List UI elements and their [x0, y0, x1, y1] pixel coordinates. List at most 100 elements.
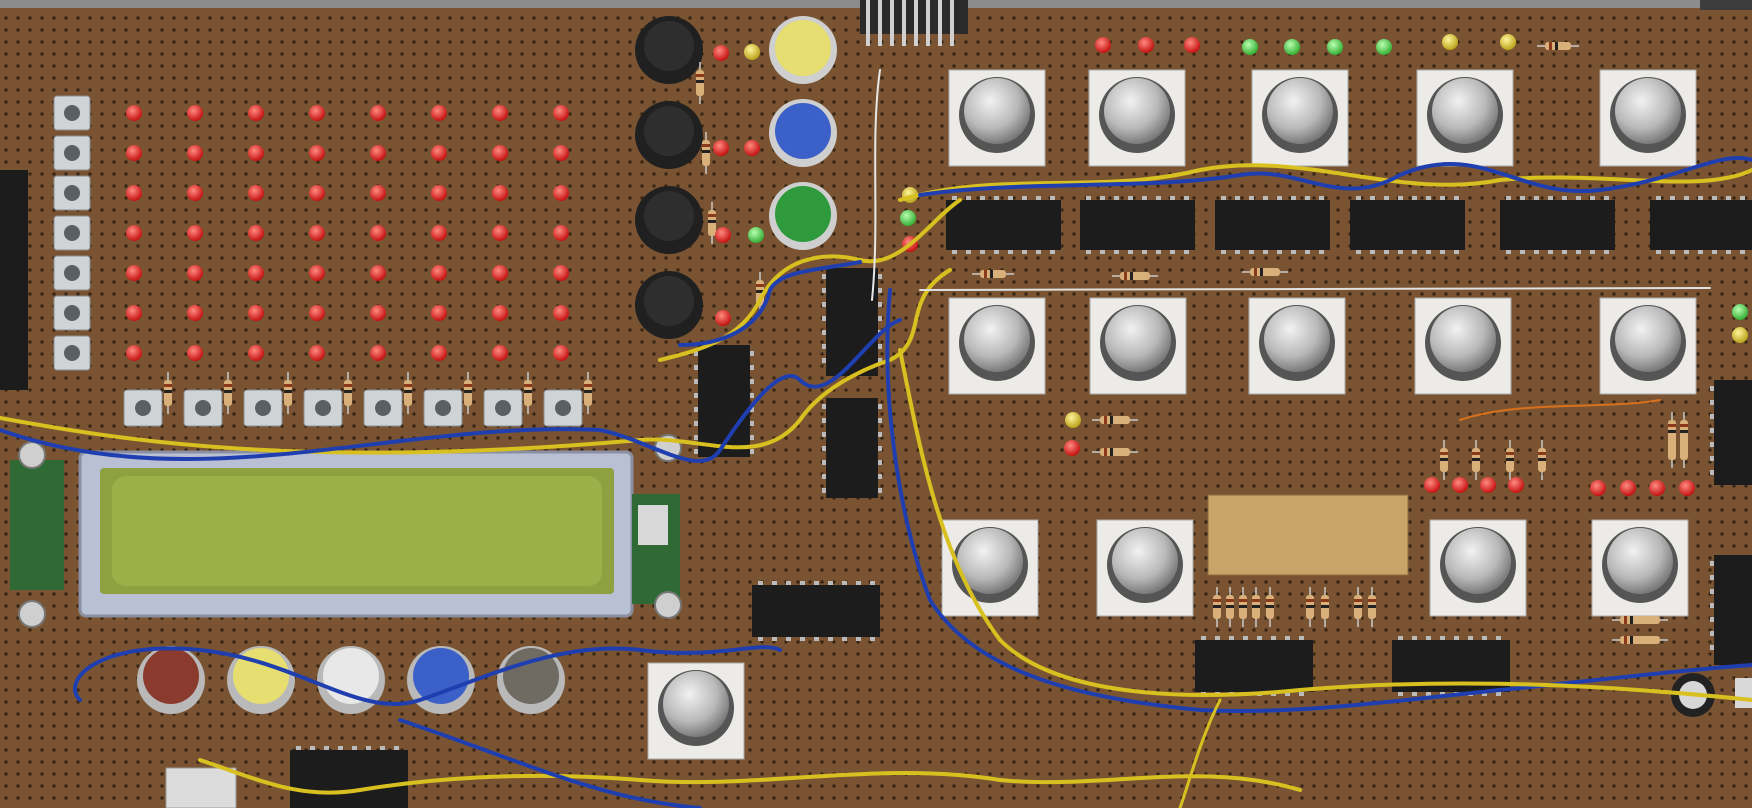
knob-cap — [1615, 306, 1681, 372]
indicator-led — [1452, 477, 1468, 493]
indicator-led — [1424, 477, 1440, 493]
led-matrix — [126, 105, 569, 361]
resistor — [1100, 416, 1130, 424]
yellow-button-cap — [233, 648, 289, 704]
indicator-led — [744, 44, 760, 60]
ic-chip — [826, 398, 878, 498]
red-led — [553, 185, 569, 201]
indicator-led — [1095, 37, 1111, 53]
red-led — [553, 265, 569, 281]
red-led — [187, 265, 203, 281]
ic-chip — [752, 585, 880, 637]
red-led — [492, 345, 508, 361]
red-led — [309, 225, 325, 241]
indicator-led — [1732, 327, 1748, 343]
indicator-led — [1620, 480, 1636, 496]
header-pin — [866, 0, 870, 46]
jumper-wires — [0, 69, 1752, 808]
red-led — [248, 305, 264, 321]
tact-switch-cap — [495, 400, 511, 416]
knob-cap — [1267, 78, 1333, 144]
ic-chip — [1650, 200, 1752, 250]
red-led — [187, 145, 203, 161]
blue-button-cap — [413, 648, 469, 704]
knob-cap — [957, 528, 1023, 594]
indicator-led — [744, 140, 760, 156]
tact-switch-cap — [64, 225, 80, 241]
red-led — [370, 305, 386, 321]
red-led — [248, 105, 264, 121]
ic-chip — [1500, 200, 1615, 250]
red-led — [553, 305, 569, 321]
red-led — [370, 345, 386, 361]
indicator-led — [1327, 39, 1343, 55]
red-led — [187, 105, 203, 121]
lcd-display — [78, 450, 680, 618]
knob-cap — [1445, 528, 1511, 594]
red-led — [492, 265, 508, 281]
red-led — [492, 105, 508, 121]
red-led — [126, 105, 142, 121]
black-button-cap — [644, 106, 694, 156]
red-led — [187, 185, 203, 201]
colored-button-column — [769, 16, 837, 250]
resistor — [1100, 448, 1130, 456]
contrast-trimmer — [638, 505, 668, 545]
red-led — [309, 185, 325, 201]
knob-cap — [1607, 528, 1673, 594]
tact-switch-cap — [255, 400, 271, 416]
black-button-cap — [644, 191, 694, 241]
knob-cap — [1105, 306, 1171, 372]
indicator-led — [1480, 477, 1496, 493]
bottom-connector — [165, 767, 237, 808]
red-led — [553, 345, 569, 361]
red-led — [370, 265, 386, 281]
corner-bracket — [1700, 0, 1752, 10]
pin-header — [860, 0, 968, 46]
red-led — [187, 225, 203, 241]
ic-chip — [698, 345, 750, 457]
red-led — [248, 225, 264, 241]
knob-cap — [1432, 78, 1498, 144]
ic-chip — [946, 200, 1061, 250]
red-led — [431, 145, 447, 161]
header-pin — [926, 0, 930, 46]
indicator-led — [1732, 304, 1748, 320]
indicator-led — [713, 45, 729, 61]
knob-cap — [1615, 78, 1681, 144]
tact-switch-column — [53, 95, 91, 371]
black-button-column — [635, 16, 703, 339]
indicator-led — [1508, 477, 1524, 493]
indicator-led — [748, 227, 764, 243]
tact-switch-cap — [64, 105, 80, 121]
knob-cap — [1104, 78, 1170, 144]
red-led — [431, 225, 447, 241]
red-led — [126, 185, 142, 201]
red-led — [126, 345, 142, 361]
blue-button-cap — [775, 103, 831, 159]
indicator-led — [1242, 39, 1258, 55]
header-pin — [914, 0, 918, 46]
red-led — [309, 305, 325, 321]
red-led — [187, 345, 203, 361]
tact-switch-cap — [195, 400, 211, 416]
ic-chip — [826, 268, 878, 376]
ic-chip — [1080, 200, 1195, 250]
red-led — [126, 265, 142, 281]
brown-button-cap — [143, 648, 199, 704]
grey-button-cap — [503, 648, 559, 704]
red-led — [431, 305, 447, 321]
tact-switch-cap — [64, 265, 80, 281]
red-led — [248, 145, 264, 161]
red-led — [248, 345, 264, 361]
resistor — [1120, 272, 1150, 280]
left-connector — [0, 170, 682, 628]
indicator-led — [1442, 34, 1458, 50]
header-pin — [902, 0, 906, 46]
red-led — [431, 185, 447, 201]
knob-cap — [1112, 528, 1178, 594]
yellow-button-cap — [775, 20, 831, 76]
red-led — [492, 305, 508, 321]
